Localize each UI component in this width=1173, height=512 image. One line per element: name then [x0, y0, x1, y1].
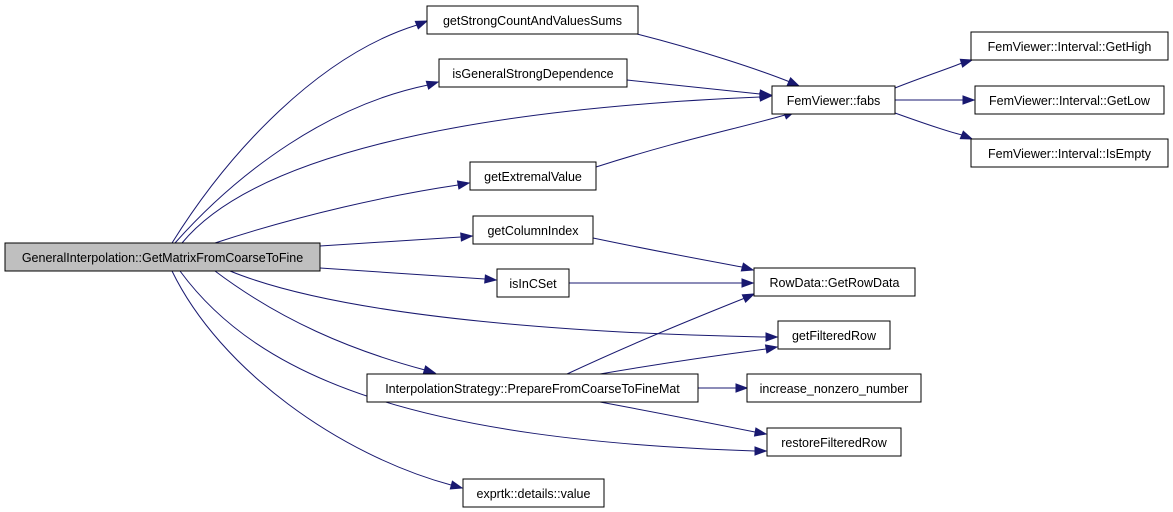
node-increase-nonzero-number[interactable]: increase_nonzero_number: [746, 373, 922, 403]
edge-line: [595, 114, 786, 168]
edges-layer: [171, 20, 976, 490]
edge-root-to-getColumnIndex: [319, 232, 474, 247]
node-exprtk-details-value[interactable]: exprtk::details::value: [462, 478, 605, 508]
arrowhead: [753, 427, 768, 437]
node-preparefromcoarsetofinemat[interactable]: InterpolationStrategy::PrepareFromCoarse…: [366, 373, 699, 403]
arrowhead: [759, 89, 773, 99]
edge-root-to-getFilteredRow: [229, 270, 779, 342]
edge-line: [181, 96, 761, 244]
arrowhead: [460, 232, 474, 242]
edge-root-to-getExtremalValue: [214, 180, 471, 244]
node-interval-getlow[interactable]: FemViewer::Interval::GetLow: [974, 85, 1165, 115]
arrowhead: [741, 293, 756, 303]
edge-line: [636, 33, 791, 83]
edge-fabs-to-getHigh: [894, 58, 974, 89]
node-label: InterpolationStrategy::PrepareFromCoarse…: [385, 382, 680, 396]
arrowhead: [740, 262, 755, 272]
node-label: getColumnIndex: [487, 224, 579, 238]
node-getfilteredrow[interactable]: getFilteredRow: [777, 320, 891, 350]
arrowhead: [959, 58, 974, 68]
edge-root-to-isInCSet: [319, 267, 498, 284]
edge-line: [319, 267, 486, 280]
edge-line: [599, 348, 767, 375]
edge-line: [229, 270, 767, 338]
edge-line: [592, 237, 743, 268]
node-getextremalvalue[interactable]: getExtremalValue: [469, 161, 597, 191]
edge-isInCSet-to-getRowData: [569, 278, 755, 288]
node-getstrongcountandvaluessums[interactable]: getStrongCountAndValuesSums: [426, 5, 639, 35]
edge-prepareFromCoarseToFineMat-to-getRowData: [566, 293, 756, 375]
edge-line: [894, 62, 963, 89]
edge-root-to-prepareFromCoarseToFineMat: [214, 270, 437, 375]
edge-root-to-exprtkValue: [171, 270, 464, 490]
edge-line: [214, 270, 426, 371]
node-label: FemViewer::Interval::IsEmpty: [988, 147, 1152, 161]
edge-fabs-to-getLow: [895, 95, 976, 105]
node-interval-gethigh[interactable]: FemViewer::Interval::GetHigh: [970, 31, 1169, 61]
arrowhead: [741, 278, 755, 288]
edge-getStrongCountAndValuesSums-to-fabs: [636, 33, 801, 87]
arrowhead: [456, 180, 471, 190]
edge-line: [319, 236, 462, 247]
node-label: exprtk::details::value: [477, 487, 591, 501]
arrowhead: [484, 274, 498, 284]
edge-prepareFromCoarseToFineMat-to-restoreFilteredRow: [599, 401, 768, 437]
edge-root-to-restoreFilteredRow: [179, 270, 768, 456]
arrowhead: [754, 446, 768, 456]
arrowhead: [765, 332, 779, 342]
node-label: FemViewer::Interval::GetHigh: [988, 40, 1152, 54]
node-root-label: GeneralInterpolation::GetMatrixFromCoars…: [22, 251, 303, 265]
node-interval-isempty[interactable]: FemViewer::Interval::IsEmpty: [970, 138, 1169, 168]
edge-line: [174, 84, 429, 244]
edge-getExtremalValue-to-fabs: [595, 110, 797, 168]
node-label: increase_nonzero_number: [760, 382, 909, 396]
edge-line: [214, 184, 459, 244]
edge-line: [179, 270, 756, 452]
edge-line: [894, 112, 963, 136]
node-label: getStrongCountAndValuesSums: [443, 14, 622, 28]
node-label: FemViewer::Interval::GetLow: [989, 94, 1151, 108]
edge-prepareFromCoarseToFineMat-to-getFilteredRow: [599, 344, 779, 375]
edge-line: [171, 270, 452, 486]
arrowhead: [414, 20, 429, 30]
edge-root-to-getStrongCountAndValuesSums: [171, 20, 429, 244]
node-isincset[interactable]: isInCSet: [496, 268, 570, 298]
edge-line: [599, 401, 756, 433]
arrowhead: [764, 344, 779, 354]
arrowhead: [425, 80, 440, 90]
arrowhead: [422, 365, 437, 375]
node-label: restoreFilteredRow: [781, 436, 888, 450]
node-rowdata-getrowdata[interactable]: RowData::GetRowData: [753, 267, 916, 297]
edge-line: [171, 24, 418, 244]
edge-line: [566, 297, 746, 375]
edge-fabs-to-isEmpty: [894, 112, 974, 140]
node-getcolumnindex[interactable]: getColumnIndex: [472, 215, 594, 245]
node-label: isInCSet: [509, 277, 557, 291]
node-label: FemViewer::fabs: [787, 94, 881, 108]
node-isgeneralstrongdependence[interactable]: isGeneralStrongDependence: [438, 58, 628, 88]
edge-line: [626, 79, 761, 95]
arrowhead: [449, 480, 464, 490]
node-label: isGeneralStrongDependence: [452, 67, 613, 81]
nodes-layer: GeneralInterpolation::GetMatrixFromCoars…: [4, 5, 1169, 508]
arrowhead: [786, 77, 801, 87]
edge-getColumnIndex-to-getRowData: [592, 237, 755, 272]
arrowhead: [959, 130, 974, 140]
edge-isGeneralStrongDependence-to-fabs: [626, 79, 773, 99]
arrowhead: [735, 383, 749, 393]
node-root-getmatrixfromcoarsetofine[interactable]: GeneralInterpolation::GetMatrixFromCoars…: [4, 242, 321, 272]
edge-prepareFromCoarseToFineMat-to-increaseNonzeroNumber: [698, 383, 749, 393]
node-femviewer-fabs[interactable]: FemViewer::fabs: [771, 85, 896, 115]
node-restorefilteredrow[interactable]: restoreFilteredRow: [766, 427, 902, 457]
node-label: getFilteredRow: [792, 329, 877, 343]
edge-root-to-isGeneralStrongDependence: [174, 80, 440, 244]
node-label: getExtremalValue: [484, 170, 582, 184]
node-label: RowData::GetRowData: [770, 276, 900, 290]
arrowhead: [962, 95, 976, 105]
